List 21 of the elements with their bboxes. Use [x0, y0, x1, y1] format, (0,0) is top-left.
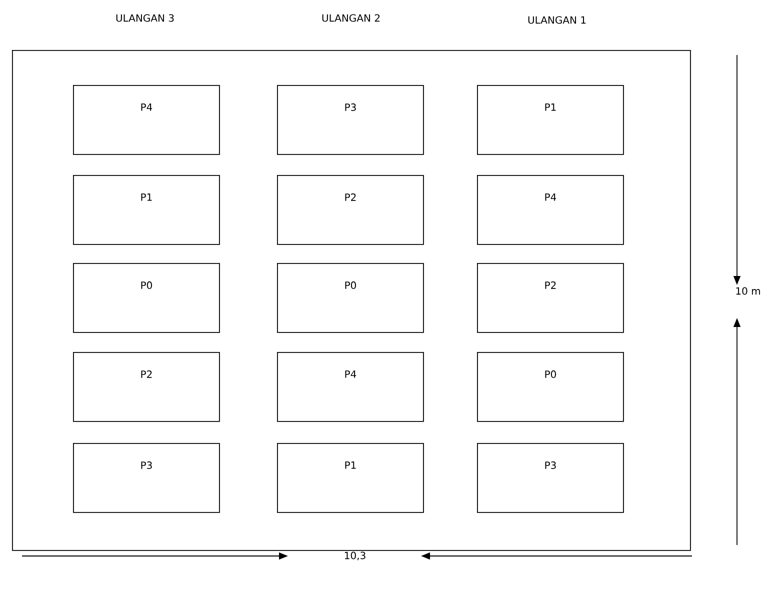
- column-heading: ULANGAN 1: [528, 16, 586, 24]
- plot-box: P0: [73, 263, 220, 333]
- plot-box: P3: [277, 85, 424, 155]
- plot-box: P3: [73, 443, 220, 513]
- plot-box: P3: [477, 443, 624, 513]
- plot-box: P0: [277, 263, 424, 333]
- plot-box: P0: [477, 352, 624, 422]
- plot-box: P4: [277, 352, 424, 422]
- plot-box: P2: [73, 352, 220, 422]
- plot-box: P2: [277, 175, 424, 245]
- column-heading: ULANGAN 2: [322, 14, 380, 22]
- dimension-label: 10,3: [344, 552, 366, 560]
- dimension-label: 10 m: [736, 287, 760, 295]
- plot-box: P2: [477, 263, 624, 333]
- column-heading: ULANGAN 3: [116, 14, 174, 22]
- field-border: [12, 50, 691, 551]
- plot-box: P1: [73, 175, 220, 245]
- plot-box: P4: [73, 85, 220, 155]
- plot-box: P4: [477, 175, 624, 245]
- plot-box: P1: [277, 443, 424, 513]
- plot-box: P1: [477, 85, 624, 155]
